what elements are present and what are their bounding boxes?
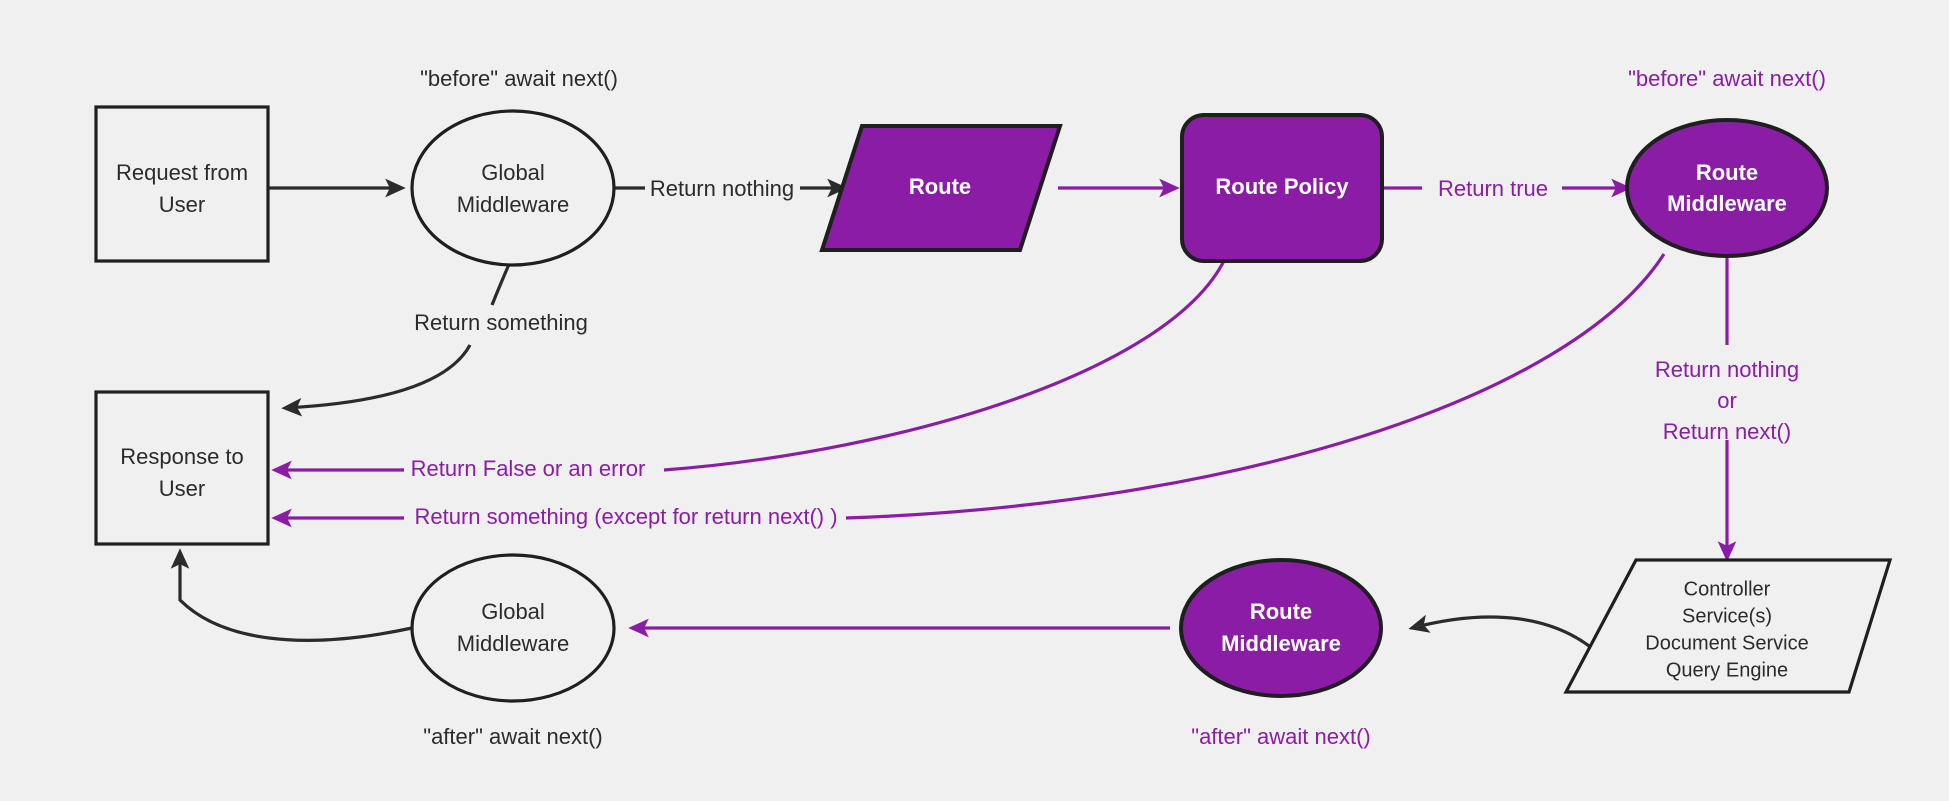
node-response-to-user[interactable] [94, 390, 270, 546]
node-label-route-middleware-after-line1: Route [1250, 599, 1312, 624]
annotation-before-await-next-route: "before" await next() [1628, 66, 1826, 91]
node-label-response-to-user-line1: Response to [120, 444, 244, 469]
edge-global-to-response-lower [281, 344, 472, 417]
node-label-route-policy: Route Policy [1215, 174, 1349, 199]
node-label-response-to-user-line2: User [159, 476, 205, 501]
node-label-request-from-user-line2: User [159, 192, 205, 217]
edge-label-return-false-or-error: Return False or an error [411, 456, 646, 481]
node-label-global-middleware-before-line1: Global [481, 160, 545, 185]
annotation-after-await-next-route: "after" await next() [1191, 724, 1370, 749]
node-label-route-middleware-before-line2: Middleware [1667, 191, 1787, 216]
node-label-global-middleware-before-line2: Middleware [457, 192, 570, 217]
edge-label-return-nothing: Return nothing [650, 176, 794, 201]
edge-label-return-nothing-or-next-line1: Return nothing [1655, 357, 1799, 382]
edge-label-return-something: Return something [414, 310, 588, 335]
edge-label-return-true: Return true [1438, 176, 1548, 201]
node-label-controller-line4: Query Engine [1666, 659, 1788, 681]
node-route-middleware-before[interactable] [1625, 118, 1829, 258]
edge-label-return-nothing-or-next-line3: Return next() [1663, 419, 1791, 444]
node-route-middleware-after[interactable] [1179, 558, 1383, 698]
node-label-route: Route [909, 174, 971, 199]
edge-policy-to-response-curve [663, 251, 1230, 472]
node-label-global-middleware-after-line2: Middleware [457, 631, 570, 656]
node-global-middleware-after[interactable] [410, 553, 616, 703]
node-controller[interactable] [1563, 558, 1893, 694]
node-global-middleware-before[interactable] [410, 109, 616, 267]
edge-global-to-response-upper [490, 261, 512, 306]
node-label-route-middleware-before-line1: Route [1696, 160, 1758, 185]
node-label-controller-line3: Document Service [1645, 632, 1808, 654]
node-request-from-user[interactable] [94, 105, 270, 263]
annotation-before-await-next-global: "before" await next() [420, 66, 618, 91]
edge-global-after-to-response [170, 548, 413, 642]
node-label-route-middleware-after-line2: Middleware [1221, 631, 1341, 656]
node-label-controller-line2: Service(s) [1682, 605, 1772, 627]
edge-middleware-to-response-curve [845, 253, 1666, 520]
edge-label-return-something-except-next: Return something (except for return next… [414, 504, 837, 529]
node-label-global-middleware-after-line1: Global [481, 599, 545, 624]
node-label-controller-line1: Controller [1684, 578, 1771, 600]
node-label-request-from-user-line1: Request from [116, 160, 248, 185]
edge-label-return-nothing-or-next-line2: or [1717, 388, 1737, 413]
node-route-policy[interactable] [1180, 113, 1384, 263]
node-route[interactable] [819, 124, 1063, 252]
annotation-after-await-next-global: "after" await next() [423, 724, 602, 749]
edge-controller-to-middleware-after [1408, 614, 1602, 657]
